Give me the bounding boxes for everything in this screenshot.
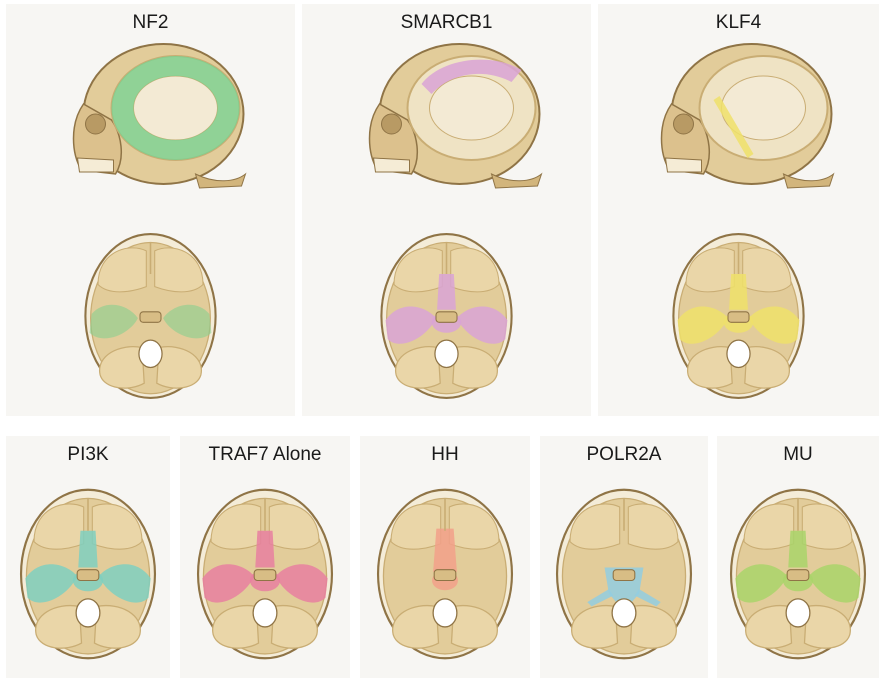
skull-base-illustration xyxy=(717,436,879,678)
anterior-fossa-left xyxy=(686,248,734,292)
highlight-midline xyxy=(437,274,456,310)
anterior-fossa-left xyxy=(394,248,442,292)
skull-base xyxy=(673,234,803,398)
foramen-magnum xyxy=(786,599,810,627)
panel-polr2a: POLR2A xyxy=(540,436,708,678)
skull-base-illustration xyxy=(360,436,530,678)
anterior-fossa-left xyxy=(391,504,441,549)
anterior-fossa-left xyxy=(570,504,620,549)
highlight-midline xyxy=(433,529,457,572)
skull-base xyxy=(21,490,155,658)
skull-side-view-illustration xyxy=(598,4,879,416)
orbit xyxy=(382,114,402,134)
sella-turcica xyxy=(77,570,99,581)
skull-side-view-illustration xyxy=(302,4,591,416)
skull-side-view-illustration xyxy=(6,4,295,416)
sella-turcica xyxy=(436,312,457,323)
skull-side xyxy=(370,44,542,188)
skull-base xyxy=(381,234,511,398)
foramen-magnum xyxy=(727,340,750,367)
foramen-magnum xyxy=(433,599,457,627)
foramen-magnum xyxy=(612,599,636,627)
sella-turcica xyxy=(140,312,161,323)
inner-cavity xyxy=(134,76,218,140)
teeth xyxy=(374,158,410,172)
panel-nf2: NF2 xyxy=(6,4,295,416)
anterior-fossa-right xyxy=(269,504,319,549)
skull-base-illustration xyxy=(180,436,350,678)
orbit xyxy=(674,114,694,134)
panel-hh: HH xyxy=(360,436,530,678)
foramen-magnum xyxy=(76,599,100,627)
skull-side xyxy=(74,44,246,188)
sella-turcica xyxy=(787,570,809,581)
anterior-fossa-right xyxy=(92,504,142,549)
anterior-fossa-right xyxy=(451,248,499,292)
panel-mu: MU xyxy=(717,436,879,678)
anterior-fossa-right xyxy=(155,248,203,292)
anterior-fossa-left xyxy=(34,504,84,549)
skull-side xyxy=(662,44,834,188)
foramen-magnum xyxy=(253,599,277,627)
highlight-midline xyxy=(788,531,807,568)
anterior-fossa-left xyxy=(98,248,146,292)
skull-base xyxy=(557,490,691,658)
skull-base xyxy=(198,490,332,658)
teeth xyxy=(78,158,114,172)
skull-base-illustration xyxy=(540,436,708,678)
skull-base xyxy=(85,234,215,398)
teeth xyxy=(666,158,702,172)
sella-turcica xyxy=(728,312,749,323)
anterior-fossa-left xyxy=(211,504,261,549)
highlight-midline xyxy=(729,274,748,310)
skull-base-illustration xyxy=(6,436,170,678)
panel-traf7-alone: TRAF7 Alone xyxy=(180,436,350,678)
anterior-fossa-left xyxy=(744,504,794,549)
sella-turcica xyxy=(254,570,276,581)
inner-cavity xyxy=(430,76,514,140)
anterior-fossa-right xyxy=(449,504,499,549)
skull-base xyxy=(731,490,865,658)
foramen-magnum xyxy=(139,340,162,367)
panel-klf4: KLF4 xyxy=(598,4,879,416)
sella-turcica xyxy=(434,570,456,581)
skull-base xyxy=(378,490,512,658)
highlight-midline xyxy=(78,531,97,568)
highlight-midline xyxy=(255,531,274,568)
anterior-fossa-right xyxy=(743,248,791,292)
panel-smarcb1: SMARCB1 xyxy=(302,4,591,416)
anterior-fossa-right xyxy=(628,504,678,549)
orbit xyxy=(86,114,106,134)
anterior-fossa-right xyxy=(802,504,852,549)
panel-pi3k: PI3K xyxy=(6,436,170,678)
sella-turcica xyxy=(613,570,635,581)
foramen-magnum xyxy=(435,340,458,367)
